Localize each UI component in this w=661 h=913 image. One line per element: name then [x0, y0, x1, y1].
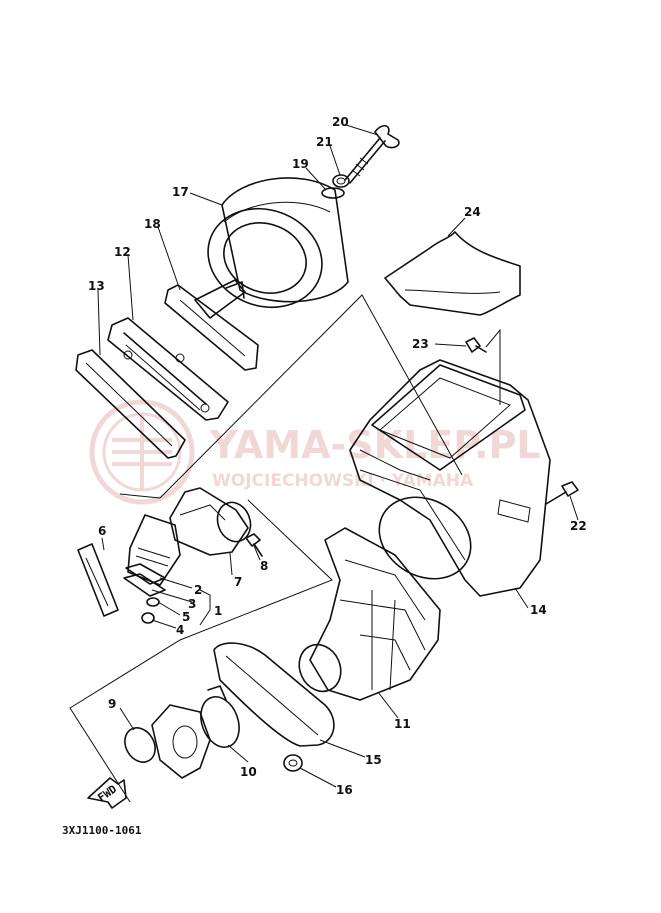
part-21-spring-washer: [332, 174, 350, 188]
watermark: YAMA-SKLEP.PL WOJCIECHOWSKI · YAMAHA: [89, 399, 541, 505]
callout-4: 4: [176, 623, 184, 637]
callout-18: 18: [144, 217, 161, 231]
part-14-air-filter-case: [349, 359, 551, 597]
callout-23: 23: [412, 337, 429, 351]
callout-16: 16: [336, 783, 353, 797]
part-5-washer: [146, 597, 160, 607]
part-1-reed-valve-assy: [127, 514, 181, 586]
part-11-air-filter-joint: [298, 527, 441, 701]
part-4-screw: [141, 612, 155, 624]
callout-19: 19: [292, 157, 309, 171]
callout-9: 9: [108, 697, 116, 711]
callout-7: 7: [234, 575, 242, 589]
fwd-label: FWD: [95, 782, 119, 804]
part-8-screw: [245, 533, 263, 557]
part-18-element-guide: [164, 279, 259, 371]
forward-arrow: FWD: [87, 777, 127, 809]
carburetor: [151, 704, 211, 779]
callout-17: 17: [172, 185, 189, 199]
watermark-brand: YAMA-SKLEP.PL: [209, 423, 541, 467]
part-2-reed: [125, 563, 166, 585]
callout-21: 21: [316, 135, 333, 149]
callout-11: 11: [394, 717, 411, 731]
part-16-nut: [283, 754, 303, 772]
callout-leader-lines: [97, 124, 579, 788]
callout-15: 15: [365, 753, 382, 767]
callout-22: 22: [570, 519, 587, 533]
callouts: 20 21 19 17 18 12 13 24 23 22 14 6 7 8 2…: [88, 115, 587, 797]
part-13-gasket: [75, 349, 186, 459]
diagram-code: 3XJ1100-1061: [62, 824, 142, 837]
part-10-clamp: [200, 685, 240, 748]
callout-10: 10: [240, 765, 257, 779]
callout-20: 20: [332, 115, 349, 129]
callout-2: 2: [194, 583, 202, 597]
part-6-gasket: [77, 543, 119, 617]
callout-5: 5: [182, 610, 190, 624]
part-15-plate: [213, 642, 335, 747]
callout-12: 12: [114, 245, 131, 259]
callout-8: 8: [260, 559, 268, 573]
part-17-air-filter-element: [207, 177, 349, 309]
part-24-cover-plate: [384, 231, 521, 316]
callout-24: 24: [464, 205, 481, 219]
callout-13: 13: [88, 279, 105, 293]
callout-6: 6: [98, 524, 106, 538]
watermark-logo-mark: [112, 414, 172, 490]
part-7-joint: [169, 487, 252, 556]
assembly-boundary-lines: [69, 294, 463, 803]
part-9-clamp: [124, 727, 156, 763]
part-22-bolt: [545, 481, 579, 505]
part-12-element-frame: [107, 317, 229, 421]
part-3-stopper: [123, 573, 166, 597]
callout-1: 1: [214, 604, 222, 618]
watermark-logo-outer-ring: [89, 399, 195, 505]
callout-3: 3: [188, 597, 196, 611]
watermark-subtitle: WOJCIECHOWSKI · YAMAHA: [212, 471, 474, 491]
callout-14: 14: [530, 603, 547, 617]
part-20-wing-bolt: [344, 125, 400, 184]
part-23-bolt: [465, 328, 501, 405]
